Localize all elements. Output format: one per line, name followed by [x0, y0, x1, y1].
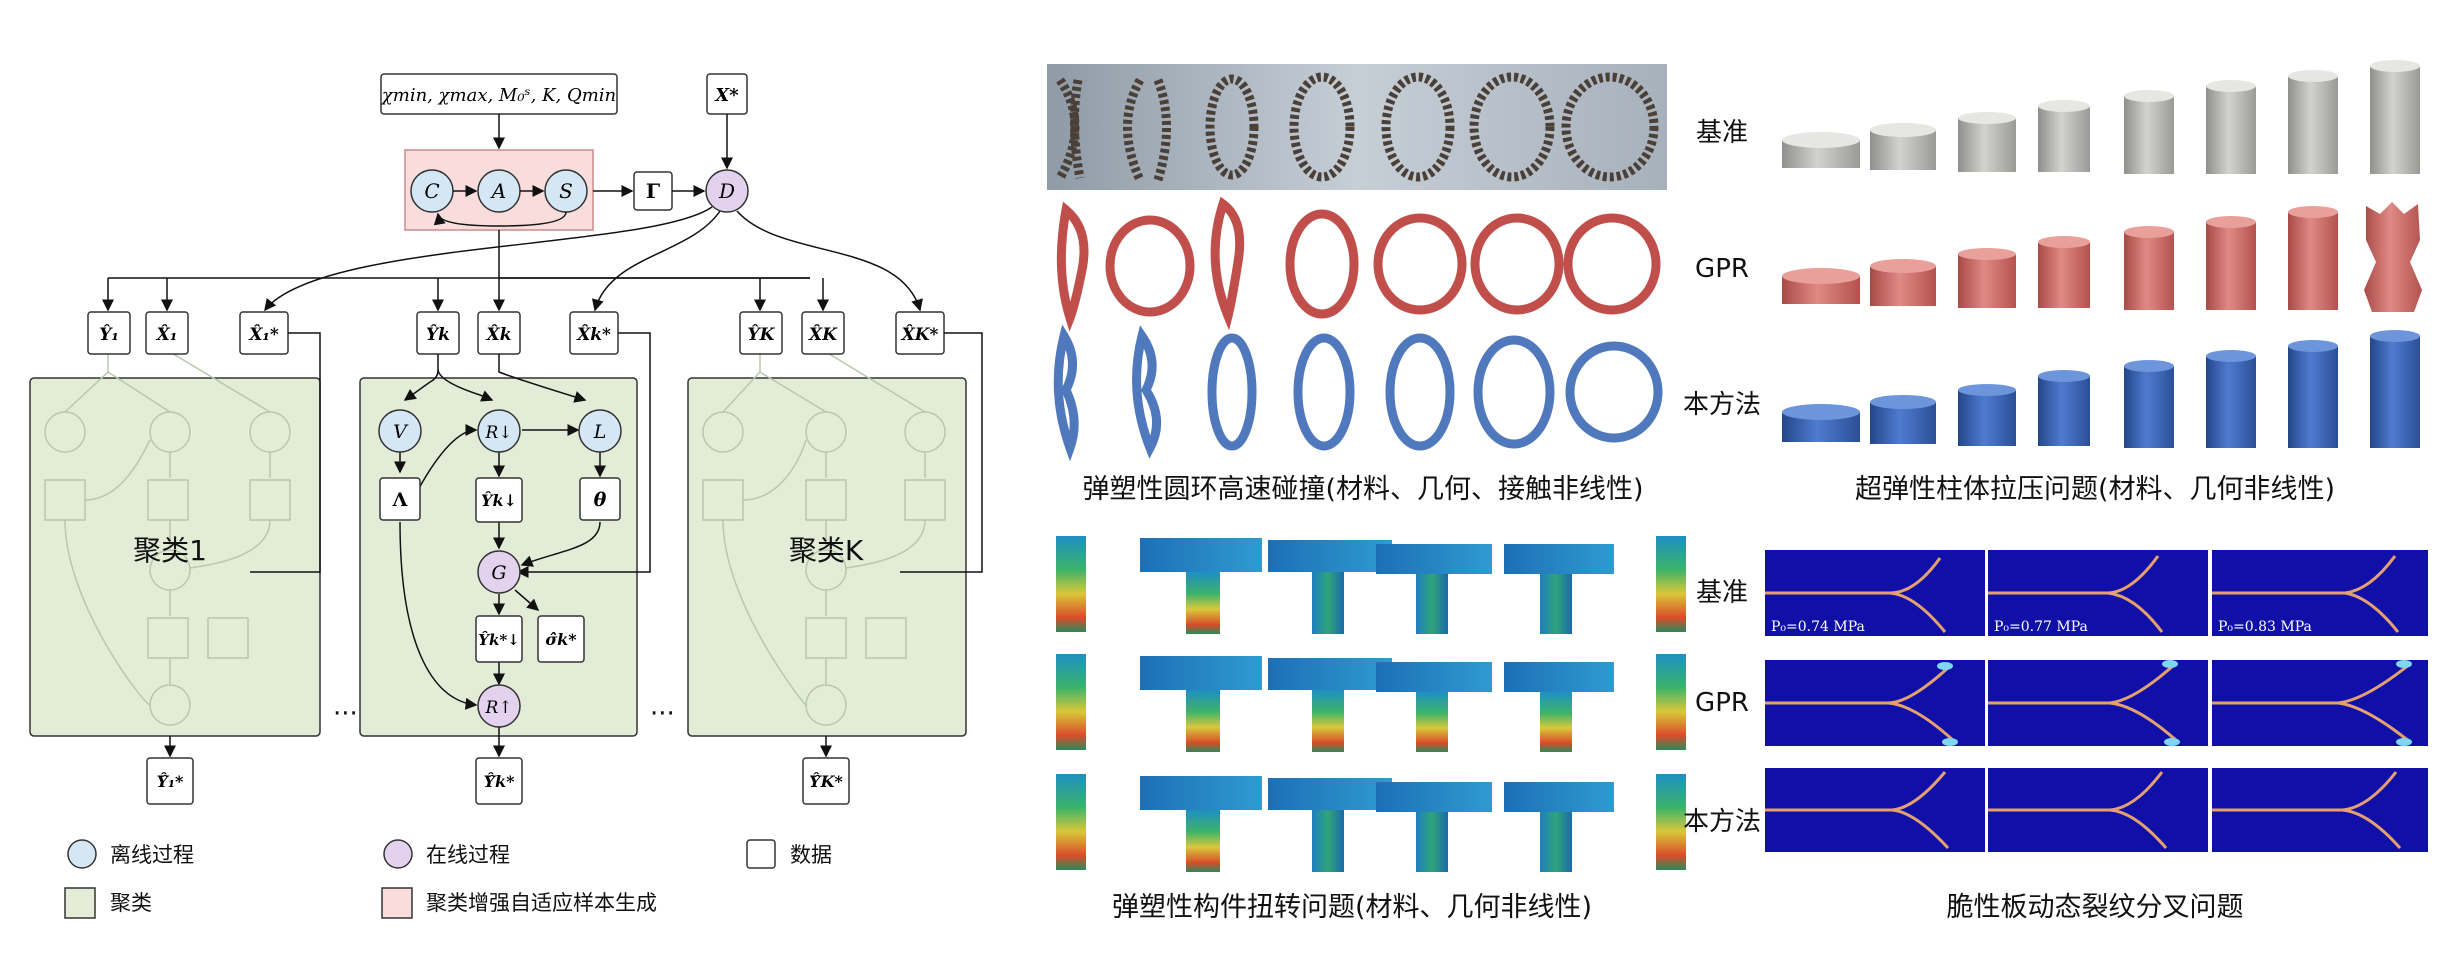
svg-text:θ: θ [594, 489, 607, 511]
cluster-1-inputs: Ŷ₁ X̂₁ X̂₁* [87, 311, 289, 355]
cluster-K-box [687, 377, 967, 737]
svg-text:ŶK: ŶK [748, 324, 776, 345]
legend: 离线过程 在线过程 数据 聚类 聚类增强自适应样本生成 [64, 839, 832, 919]
ellipsis-1: ··· [333, 699, 358, 729]
svg-text:数据: 数据 [790, 843, 832, 867]
svg-text:Ŷk*↓: Ŷk*↓ [478, 631, 520, 649]
cluster-k-flow: V R↓ L Λ Ŷk↓ θ G Ŷk*↓ σ̂k* R↑ [378, 354, 622, 728]
svg-text:X̂k*: X̂k* [576, 325, 611, 345]
node-d [705, 169, 749, 213]
svg-text:L: L [593, 421, 607, 443]
svg-text:X̂k: X̂k [486, 325, 512, 345]
pressure-label-1: P₀=0.74 MPa [1771, 619, 1865, 635]
node-l [578, 409, 622, 453]
lambda-box [379, 477, 421, 521]
pressure-label-3: P₀=0.83 MPa [2218, 619, 2312, 635]
svg-text:σ̂k*: σ̂k* [545, 630, 577, 649]
node-r-down [477, 409, 521, 453]
svg-text:Ŷ̂₁*: Ŷ̂₁* [157, 771, 184, 791]
x-star-label: X* [714, 85, 739, 106]
ring-row-label-ours: 本方法 [1683, 390, 1761, 420]
crack-row-label-gpr: GPR [1695, 688, 1749, 718]
cylinder-caption: 超弹性柱体拉压问题(材料、几何非线性) [1855, 474, 2335, 505]
node-c-label: C [424, 179, 439, 203]
out-K-box [802, 757, 850, 805]
out-k-box [475, 757, 523, 805]
cluster-K-inputs: ŶK X̂K X̂K* [739, 311, 945, 355]
svg-text:聚类增强自适应样本生成: 聚类增强自适应样本生成 [426, 891, 657, 915]
node-d-label: D [718, 179, 735, 203]
svg-text:离线过程: 离线过程 [110, 843, 194, 867]
svg-text:Ŷ₁: Ŷ₁ [99, 324, 119, 345]
cluster-1-label: 聚类1 [133, 534, 207, 567]
beam-caption: 弹塑性构件扭转问题(材料、几何非线性) [1112, 892, 1592, 923]
svg-text:V: V [393, 421, 409, 443]
ellipsis-2: ··· [650, 699, 675, 729]
svg-text:G: G [491, 562, 506, 584]
cluster-K-faded [702, 345, 946, 726]
gamma-label: Γ [646, 179, 660, 203]
cluster-1-faded [44, 345, 291, 726]
svg-text:聚类: 聚类 [110, 891, 152, 915]
node-v [378, 409, 422, 453]
svg-text:Ŷk↓: Ŷk↓ [481, 490, 517, 510]
svg-text:R↓: R↓ [484, 423, 512, 443]
crack-caption: 脆性板动态裂纹分叉问题 [1947, 892, 2244, 923]
svg-text:Ŷ̂k*: Ŷ̂k* [484, 771, 516, 791]
pressure-label-2: P₀=0.77 MPa [1994, 619, 2088, 635]
ring-caption: 弹塑性圆环高速碰撞(材料、几何、接触非线性) [1082, 474, 1643, 505]
ring-impact-results: 基准 GPR 本方法 弹塑性圆环高速碰撞(材料、几何、接触非线性) [1047, 64, 1761, 505]
theta-box [579, 477, 621, 521]
crack-row-label-ref: 基准 [1696, 578, 1748, 608]
sigma-box [537, 615, 585, 663]
cylinder-results: 超弹性柱体拉压问题(材料、几何非线性) [1782, 60, 2422, 505]
cluster-K-label: 聚类K [789, 534, 864, 567]
svg-text:X̂₁: X̂₁ [156, 325, 178, 345]
y-down-box [475, 477, 523, 523]
y-star-down-box [475, 615, 523, 663]
out-1-box [146, 757, 194, 805]
svg-text:R↑: R↑ [484, 698, 512, 718]
svg-text:Λ: Λ [392, 489, 408, 511]
svg-text:Ŷk: Ŷk [426, 324, 450, 345]
svg-text:X̂K*: X̂K* [901, 325, 939, 345]
ring-row-label-gpr: GPR [1695, 254, 1749, 284]
cluster-k-inputs: Ŷk X̂k X̂k* [416, 311, 619, 355]
svg-text:X̂K: X̂K [808, 325, 838, 345]
beam-torsion-results: 弹塑性构件扭转问题(材料、几何非线性) [1056, 536, 1686, 923]
crack-results: 基准 GPR 本方法 [1683, 550, 2428, 923]
inputs-label: χmin, χmax, M₀ˢ, K, Qmin [380, 85, 616, 106]
crack-row-label-ours: 本方法 [1683, 807, 1761, 837]
node-g [477, 550, 521, 594]
ring-row-label-ref: 基准 [1696, 118, 1748, 148]
svg-text:Ŷ̂K*: Ŷ̂K* [809, 771, 843, 791]
node-s-label: S [559, 179, 573, 203]
svg-text:X̂₁*: X̂₁* [248, 325, 279, 345]
node-a-label: A [490, 179, 506, 203]
workflow-diagram: χmin, χmax, M₀ˢ, K, Qmin X* C A S Γ D [29, 73, 983, 919]
svg-text:在线过程: 在线过程 [426, 843, 510, 867]
